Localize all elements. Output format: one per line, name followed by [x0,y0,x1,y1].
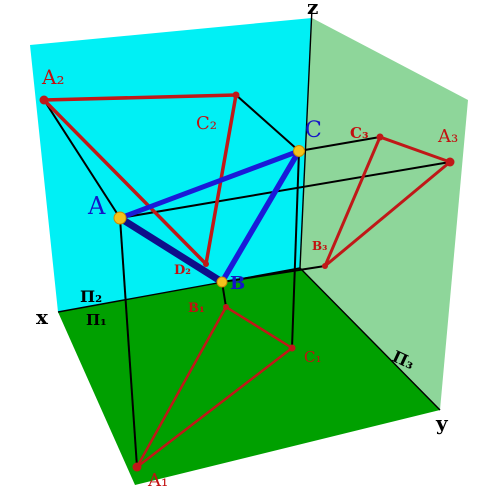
edge-c3-a3 [378,135,452,164]
vertex-b1 [223,304,229,310]
vertex-b [216,276,228,288]
vertex-c2 [232,91,240,99]
edge-c3-b3 [323,135,382,268]
edge-a1-b1 [135,305,228,469]
vertex-a3 [445,157,455,167]
point-b-label: B [230,273,245,294]
spatial-triangle-abc [116,148,302,286]
c3-label: C₃ [350,124,369,142]
horizontal-projection-triangle [135,305,294,469]
vertex-b3 [322,263,328,269]
axis-z-label: z [307,0,318,19]
profile-plane-pi3 [300,18,468,410]
vertex-c3 [376,133,384,141]
link-a-a3 [119,161,451,219]
edge-a-b [116,214,226,286]
vertex-c1 [288,344,296,352]
plane-pi1-label: Π₁ [86,311,107,329]
projection-vertices [39,91,455,472]
plane-pi2-label: Π₂ [80,287,102,306]
projection-link-lines [43,94,451,468]
a1-label: A₁ [147,470,168,491]
point-a-label: A [87,192,106,220]
axis-y-line [299,267,441,411]
b3-label: B₃ [312,239,327,253]
edge-b1-c1 [224,305,294,350]
vertex-a2 [39,95,49,105]
point-c-label: C [305,118,322,143]
edge-a-c [117,148,302,221]
vertex-a [113,211,127,225]
axis-z-line [299,7,313,269]
link-a2-a [43,99,121,219]
edge-a2-d2 [42,98,208,266]
a3-label: A₃ [437,126,458,147]
b1-label: B₁ [188,301,205,316]
axis-x-label: x [36,305,49,329]
vertex-c [293,145,305,157]
edge-a1-c1 [135,346,294,469]
link-c-c1 [291,150,300,349]
vertex-d2 [203,261,209,267]
edge-a3-b3 [323,160,452,268]
profile-projection-triangle [323,135,452,268]
link-c2-c [235,94,300,152]
axis-y-label: y [435,411,449,435]
link-a-a1 [119,217,138,468]
horizontal-plane-pi1 [58,268,440,485]
c1-label: C₁ [304,348,322,366]
c2-label: C₂ [196,113,217,134]
edge-a2-c2 [42,93,238,102]
link-c-c3 [298,136,381,152]
a2-label: A₂ [41,65,64,89]
frontal-plane-pi2 [30,18,312,312]
vertex-a1 [132,462,142,472]
spatial-vertices [113,145,305,288]
link-b-b3 [221,265,326,283]
d2-label: D₂ [174,263,191,278]
edge-c-b [219,148,302,285]
